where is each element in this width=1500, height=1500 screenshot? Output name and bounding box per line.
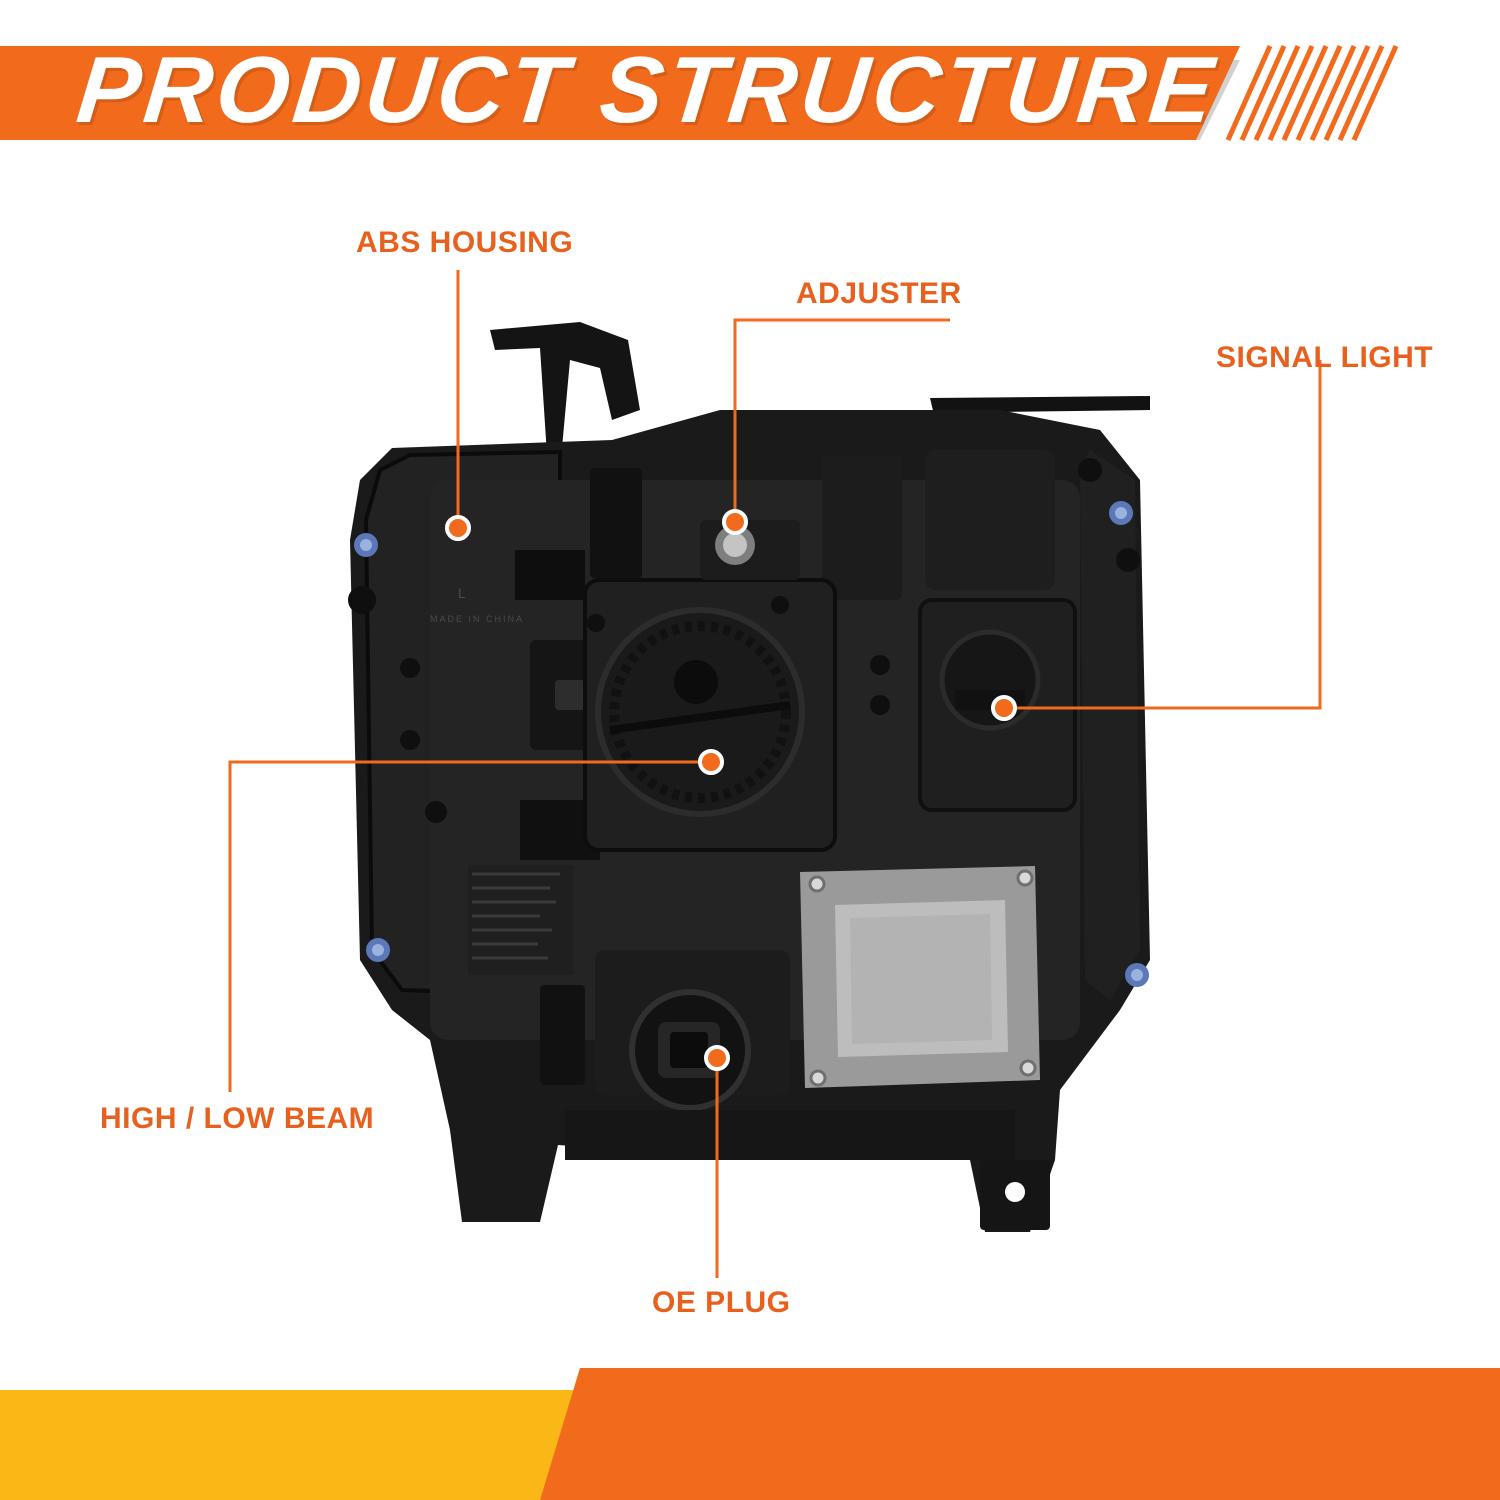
callout-dots — [445, 509, 1017, 1071]
header-banner — [0, 46, 1240, 140]
callout-lines — [228, 270, 1322, 1278]
callout-adjuster: ADJUSTER — [796, 277, 962, 310]
headlight-assembly — [348, 322, 1150, 1232]
high-low-beam-dot — [698, 749, 724, 775]
callout-oe-plug: OE PLUG — [652, 1286, 791, 1319]
adjuster-dot — [722, 509, 748, 535]
page-title: PRODUCT STRUCTURE — [72, 37, 1223, 142]
abs-housing-dot — [445, 515, 471, 541]
oe-plug-dot — [704, 1045, 730, 1071]
origin-mark: MADE IN CHINA — [430, 614, 524, 624]
side-mark: L — [458, 585, 466, 601]
callout-abs-housing: ABS HOUSING — [356, 226, 574, 259]
header-stripes — [1225, 44, 1399, 142]
footer-bands — [0, 1368, 1500, 1500]
callout-signal-light: SIGNAL LIGHT — [1216, 341, 1434, 374]
callout-high-low-beam: HIGH / LOW BEAM — [100, 1102, 375, 1135]
signal-light-dot — [991, 695, 1017, 721]
